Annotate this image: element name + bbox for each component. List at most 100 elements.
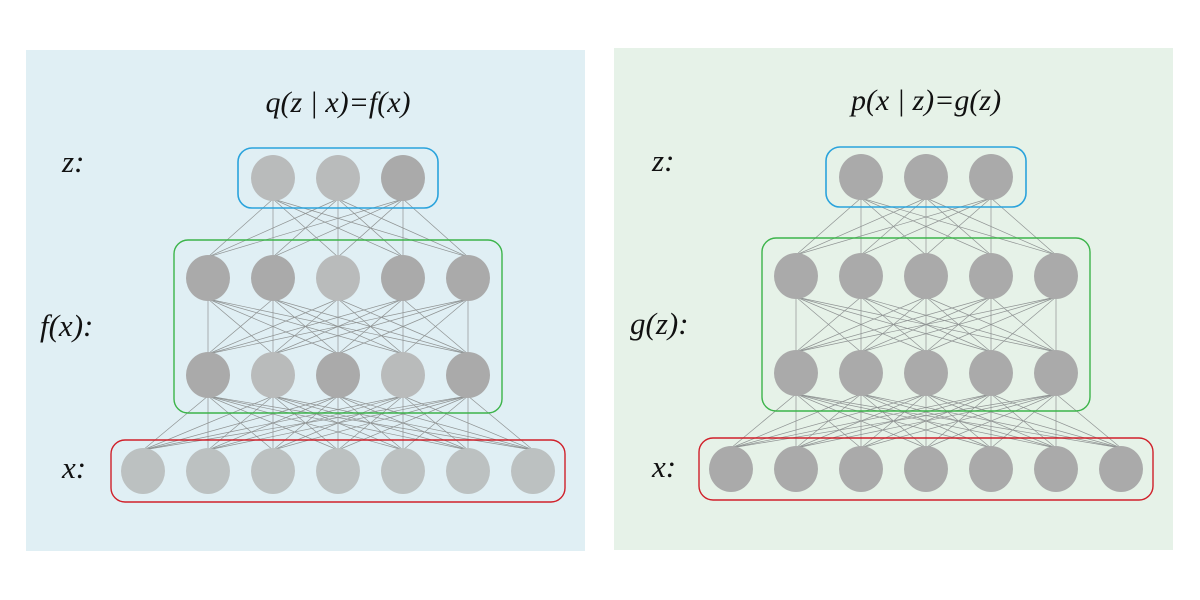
hidden1-node — [186, 255, 230, 301]
panel-title: q(z | x)=f(x) — [265, 86, 410, 119]
z-layer-box — [825, 146, 1027, 208]
connection-line — [860, 393, 1057, 449]
x-label: x: — [61, 450, 86, 485]
connection-line — [207, 298, 274, 355]
x-label: x: — [651, 449, 676, 484]
connection-line — [795, 296, 862, 353]
z-label: z: — [61, 144, 84, 179]
hidden-layers-box — [173, 239, 503, 414]
x-node — [904, 446, 948, 492]
hidden2-node — [446, 352, 490, 398]
x-node — [316, 448, 360, 494]
x-node — [511, 448, 555, 494]
z-node — [904, 154, 948, 200]
z-layer — [839, 154, 1013, 200]
hidden-label: f(x): — [40, 308, 93, 343]
connection-line — [272, 298, 469, 355]
hidden1-node — [904, 253, 948, 299]
z-node — [381, 155, 425, 201]
hidden1-node — [969, 253, 1013, 299]
encoder-panel: q(z | x)=f(x) z: f(x): x: — [26, 50, 585, 551]
x-node — [251, 448, 295, 494]
connection-line — [402, 395, 469, 451]
hidden2-layer — [186, 352, 490, 398]
hidden-layers-box — [761, 237, 1091, 412]
hidden2-node — [774, 350, 818, 396]
connection-line — [142, 395, 404, 451]
decoder-background — [614, 48, 1173, 550]
x-layer — [709, 446, 1143, 492]
connection-line — [207, 298, 404, 355]
connection-line — [795, 296, 992, 353]
hidden1-node — [251, 255, 295, 301]
hidden1-node — [381, 255, 425, 301]
z-node — [316, 155, 360, 201]
connection-line — [730, 393, 862, 449]
connection-line — [795, 393, 1057, 449]
hidden1-layer — [774, 253, 1078, 299]
x-node — [774, 446, 818, 492]
connection-line — [337, 298, 469, 355]
hidden2-node — [381, 352, 425, 398]
x-node — [381, 448, 425, 494]
z-layer-box — [237, 147, 439, 209]
hidden1-node — [1034, 253, 1078, 299]
connection-line — [337, 395, 469, 451]
hidden2-layer — [774, 350, 1078, 396]
connection-line — [730, 393, 797, 449]
z-layer — [251, 155, 425, 201]
connection-line — [990, 393, 1057, 449]
hidden2-node — [186, 352, 230, 398]
connection-line — [925, 393, 1057, 449]
hidden1-node — [839, 253, 883, 299]
hidden2-node — [839, 350, 883, 396]
connection-line — [730, 393, 927, 449]
hidden1-node — [316, 255, 360, 301]
connection-line — [467, 395, 534, 451]
x-node — [1034, 446, 1078, 492]
connection-line — [207, 298, 339, 355]
encoder-background — [26, 50, 585, 551]
hidden2-node — [316, 352, 360, 398]
hidden1-node — [774, 253, 818, 299]
connection-line — [925, 296, 1057, 353]
panel-title: p(x | z)=g(z) — [849, 84, 1001, 117]
x-layer-box — [110, 439, 566, 503]
hidden2-node — [969, 350, 1013, 396]
hidden1-node — [446, 255, 490, 301]
z-node — [251, 155, 295, 201]
x-node — [1099, 446, 1143, 492]
x-node — [186, 448, 230, 494]
connection-line — [142, 395, 209, 451]
z-label: z: — [651, 143, 674, 178]
connection-line — [402, 298, 469, 355]
hidden1-layer — [186, 255, 490, 301]
x-node — [121, 448, 165, 494]
z-node — [839, 154, 883, 200]
hidden2-node — [904, 350, 948, 396]
x-node — [839, 446, 883, 492]
connection-line — [730, 393, 1057, 449]
x-layer — [121, 448, 555, 494]
connection-line — [795, 296, 1057, 353]
connection-line — [990, 296, 1057, 353]
x-node — [969, 446, 1013, 492]
connection-line — [730, 393, 992, 449]
decoder-panel: p(x | z)=g(z) z: g(z): x: — [614, 48, 1173, 550]
connection-line — [272, 395, 469, 451]
hidden2-node — [251, 352, 295, 398]
z-node — [969, 154, 1013, 200]
x-node — [709, 446, 753, 492]
connection-line — [1055, 393, 1122, 449]
x-layer-box — [698, 437, 1154, 501]
connection-line — [207, 298, 469, 355]
x-node — [446, 448, 490, 494]
connection-line — [142, 395, 274, 451]
connection-line — [142, 395, 469, 451]
connection-line — [860, 296, 1057, 353]
connection-line — [207, 395, 469, 451]
hidden2-node — [1034, 350, 1078, 396]
connection-line — [142, 395, 339, 451]
hidden-label: g(z): — [630, 306, 689, 341]
